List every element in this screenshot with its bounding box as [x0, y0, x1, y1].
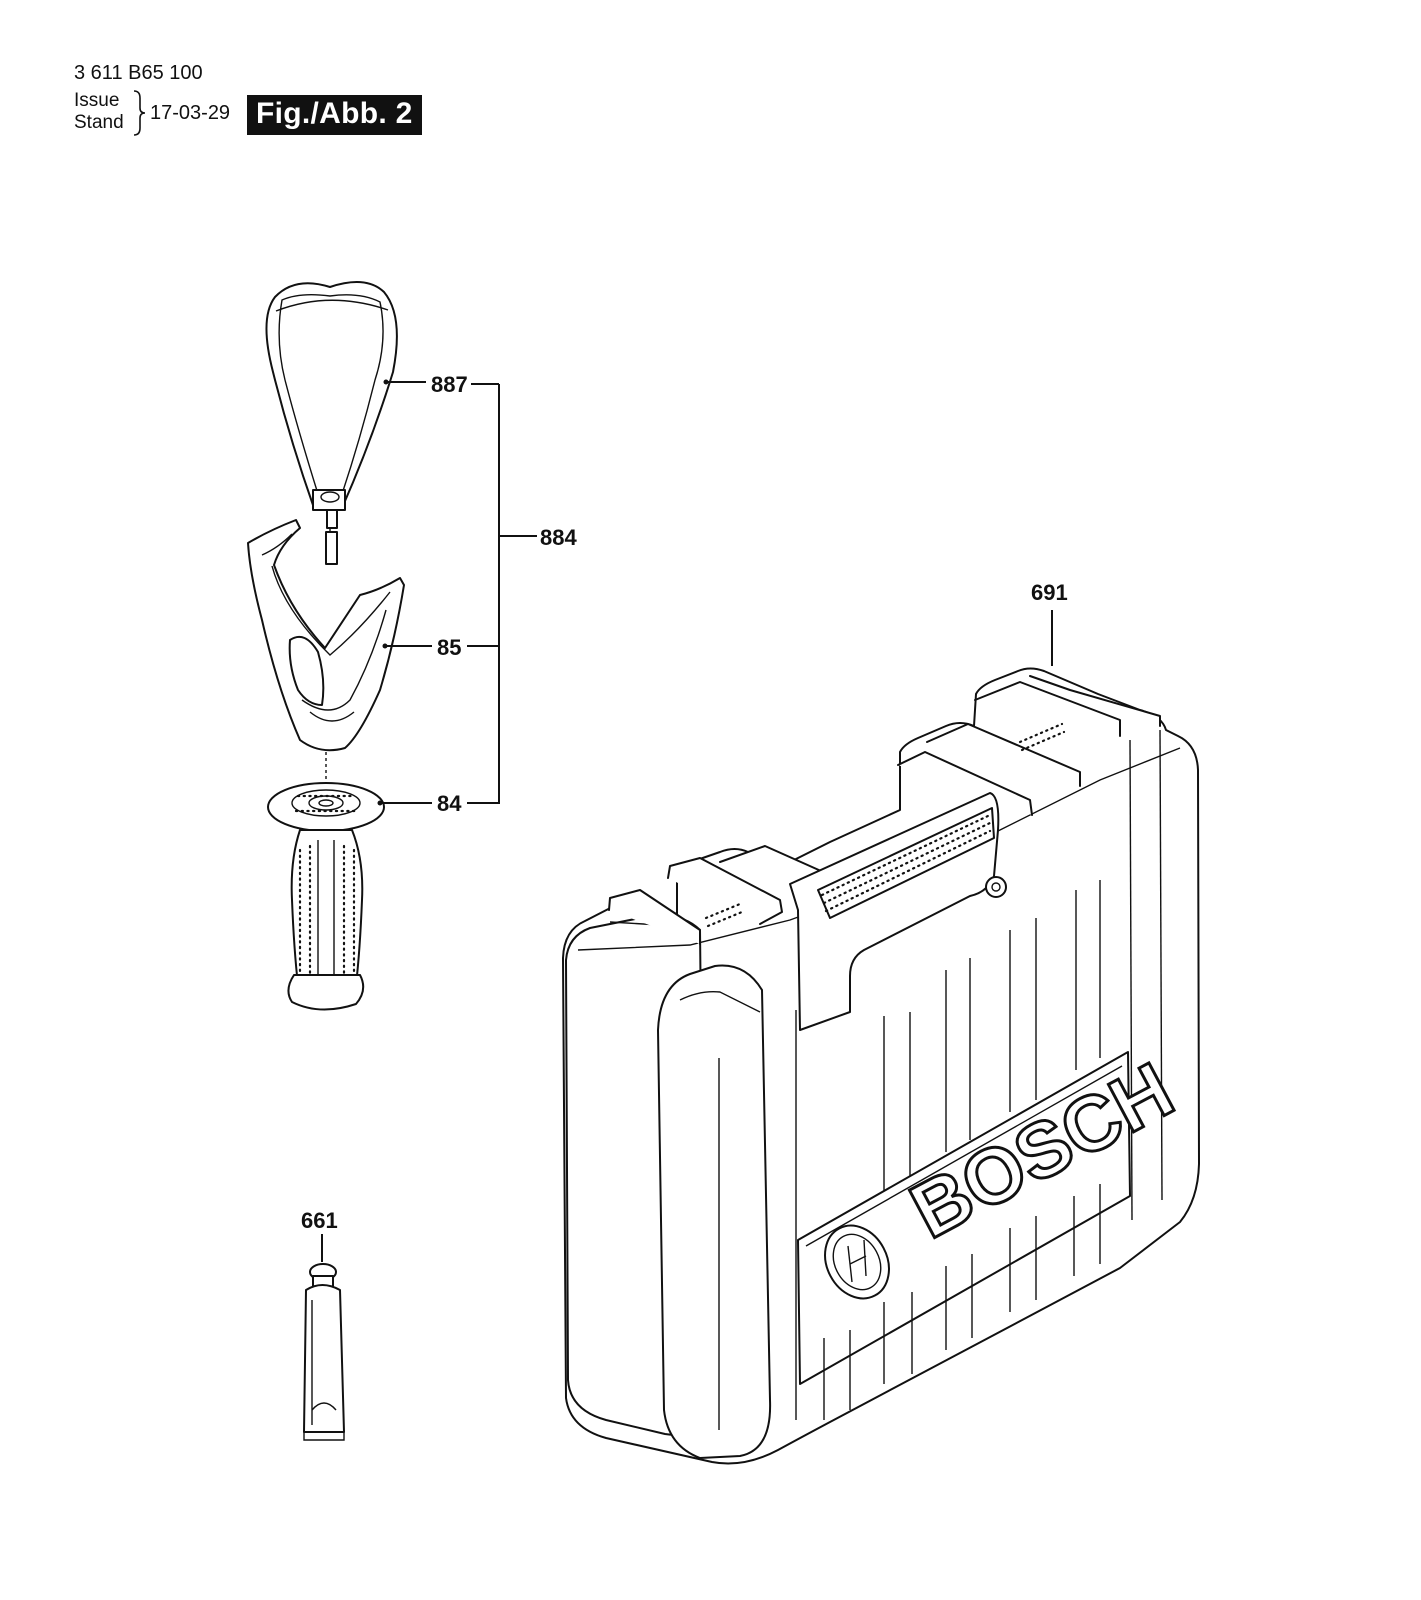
callout-85: 85 [437, 635, 461, 660]
part-691-case: BOSCH [562, 667, 1200, 1465]
callout-884: 884 [540, 525, 577, 550]
part-661-tube [303, 1263, 345, 1441]
stand-label: Stand [74, 112, 124, 133]
part-84-grip [267, 752, 385, 1011]
figure-badge: Fig./Abb. 2 [247, 95, 422, 135]
callout-lines [321, 379, 1053, 1262]
callout-691: 691 [1031, 580, 1068, 605]
issue-date: 17-03-29 [150, 102, 231, 124]
part-887-band [265, 281, 398, 565]
callout-84: 84 [437, 791, 462, 816]
part-85-support [247, 519, 405, 752]
part-number: 3 611 B65 100 [74, 62, 203, 84]
issue-label: Issue [74, 90, 120, 111]
callout-661: 661 [301, 1208, 338, 1233]
brace-icon [133, 90, 146, 136]
callout-887: 887 [431, 372, 468, 397]
issue-stand-labels: Issue Stand [74, 90, 124, 134]
